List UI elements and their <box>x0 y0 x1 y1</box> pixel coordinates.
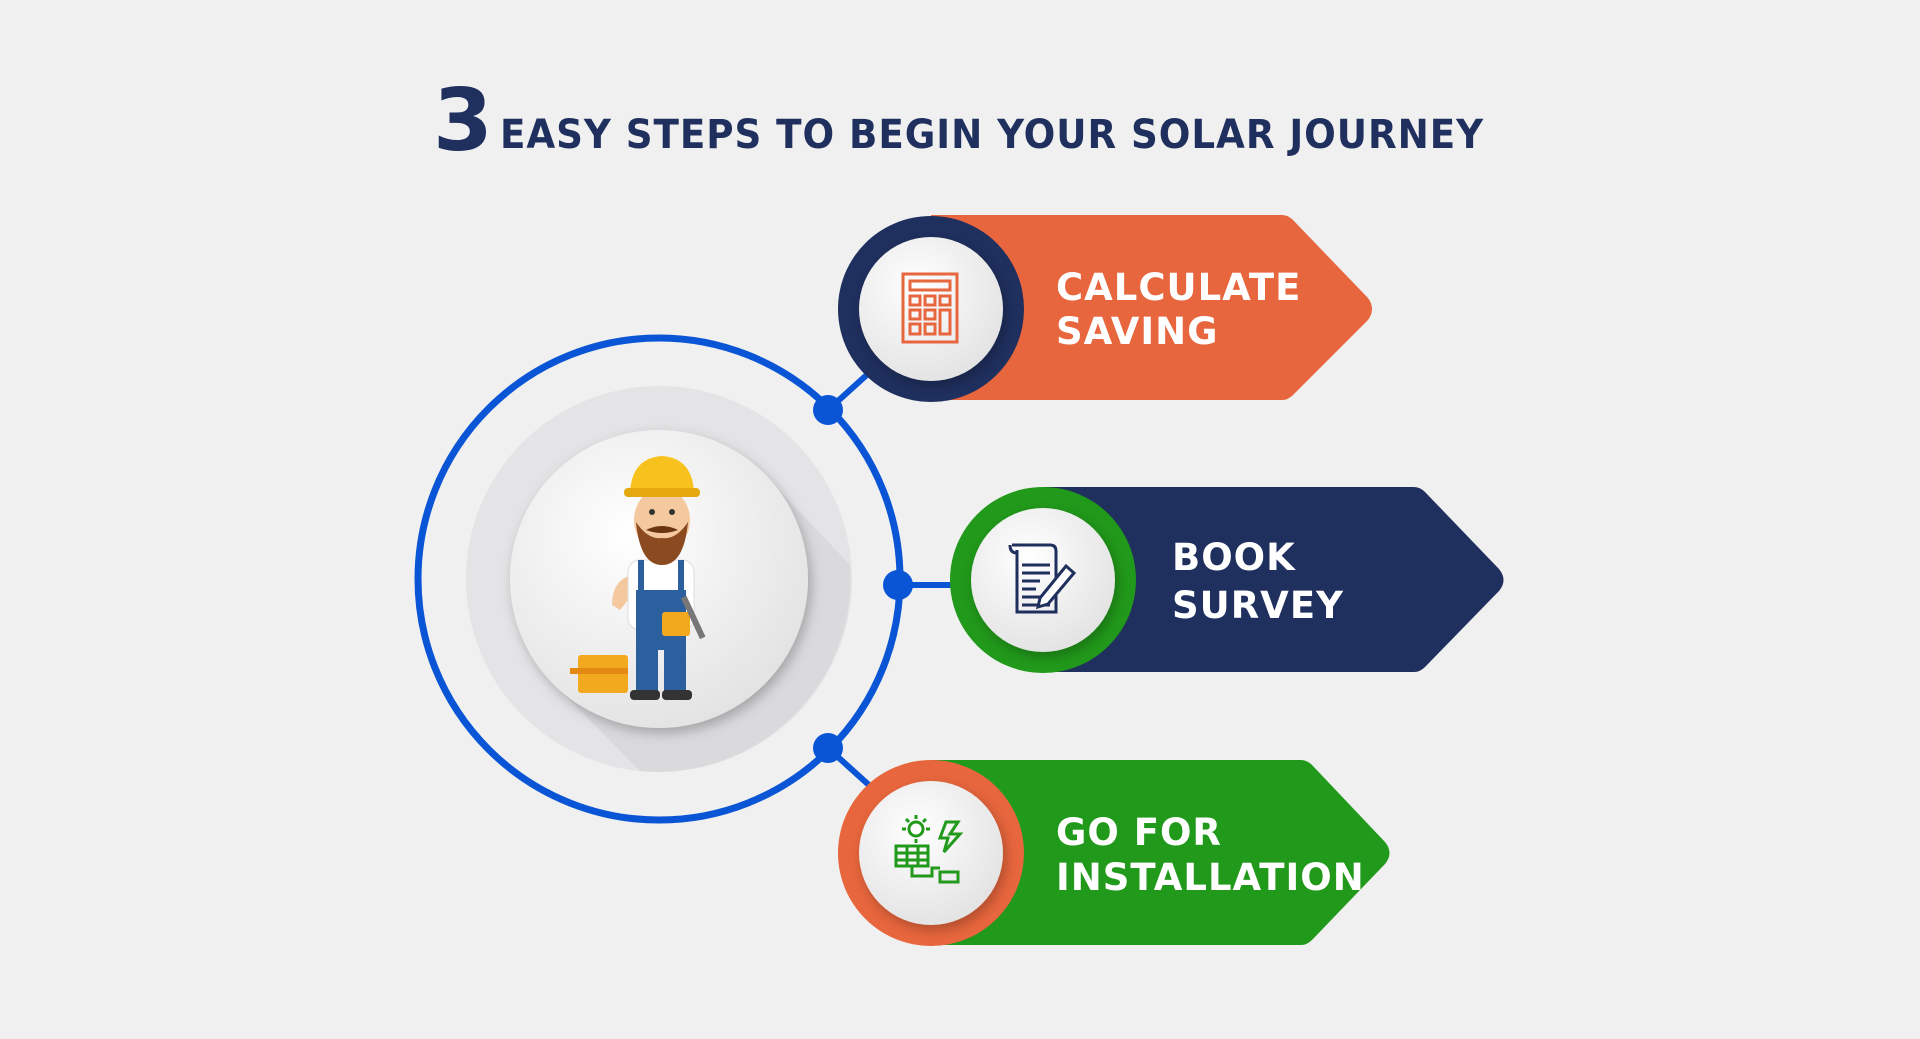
step-label-line1: BOOK <box>1172 536 1296 579</box>
calculator-icon <box>901 272 959 344</box>
banner-arrow <box>1043 487 1504 672</box>
step-label-line2: INSTALLATION <box>1056 856 1365 899</box>
solar-worker-illustration <box>570 456 706 700</box>
page-title: EASY STEPS TO BEGIN YOUR SOLAR JOURNEY <box>500 112 1484 158</box>
banner-arrow <box>931 760 1390 945</box>
step-label-line1: CALCULATE <box>1056 266 1301 309</box>
banner-arrow <box>931 215 1372 400</box>
step-label-line2: SURVEY <box>1172 584 1344 627</box>
step-go-for-installation: GO FOR INSTALLATION <box>838 760 1390 946</box>
center-hub <box>414 334 904 824</box>
connector-nodes <box>813 395 913 763</box>
title-number: 3 <box>433 71 493 171</box>
solar-panel-icon <box>894 815 964 884</box>
step-label-line2: SAVING <box>1056 310 1219 353</box>
document-pencil-icon <box>1008 543 1077 614</box>
step-calculate-saving: CALCULATE SAVING <box>838 215 1372 402</box>
step-label-line1: GO FOR <box>1056 811 1222 854</box>
step-book-survey: BOOK SURVEY <box>950 487 1504 673</box>
